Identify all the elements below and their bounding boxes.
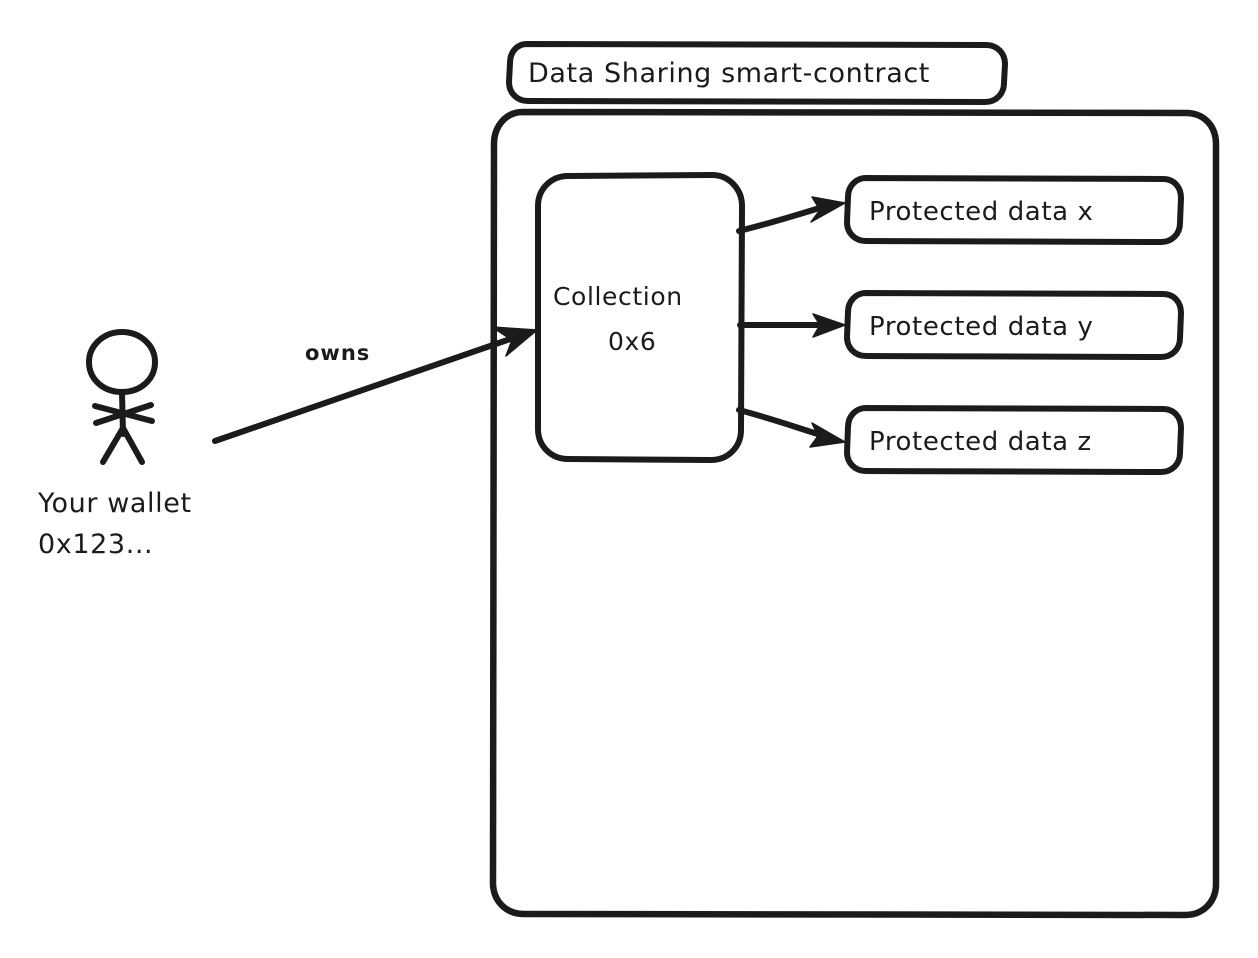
title-box[interactable]: Data Sharing smart-contract [506,41,1008,105]
wallet-label-line2: 0x123... [38,529,153,560]
smart-contract-container[interactable] [489,108,1220,919]
edge-wallet-owns-collection: owns [212,326,538,444]
protected-data-label-x: Protected data x [869,197,1094,227]
edge-collection-to-protected-data-y [737,313,846,338]
collection-label-line2: 0x6 [608,327,656,356]
edge-collection-to-protected-data-z [736,407,846,448]
collection-label-line1: Collection [553,282,683,311]
title-label: Data Sharing smart-contract [528,58,930,89]
protected-data-box-x[interactable]: Protected data x [844,175,1184,245]
protected-data-label-z: Protected data z [869,427,1092,457]
stick-figure-avatar[interactable] [86,329,158,465]
edge-label-owns: owns [305,341,370,365]
protected-data-label-y: Protected data y [869,312,1094,342]
collection-box[interactable]: Collection 0x6 [535,172,745,463]
edge-collection-to-protected-data-x [736,196,846,234]
protected-data-box-z[interactable]: Protected data z [844,405,1184,475]
wallet-label-line1: Your wallet [37,488,192,519]
protected-data-box-y[interactable]: Protected data y [844,290,1184,360]
wallet-label: Your wallet 0x123... [37,488,192,560]
